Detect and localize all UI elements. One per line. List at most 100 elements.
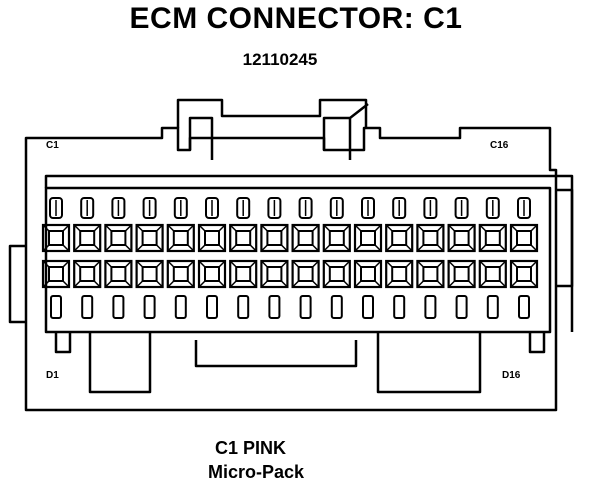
pin-cavity-inner (172, 266, 189, 282)
pin-cavity-corner (405, 280, 413, 288)
locking-latch-top (176, 98, 368, 128)
terminal-slot-bottom (143, 295, 156, 319)
pin-grid (41, 197, 539, 319)
pin-cavity-corner (124, 244, 132, 252)
pin-cavity (509, 223, 539, 253)
bottom-key-left (88, 332, 152, 394)
pin-cavity-corner (343, 260, 351, 268)
pin-cavity-corner (136, 280, 144, 288)
pin-cavity (353, 223, 383, 253)
terminal-slot-bottom (362, 295, 374, 319)
pin-cavity-corner (448, 280, 456, 288)
pin-cavity-corner (479, 224, 487, 232)
pin-cavity-corner (187, 280, 195, 288)
bottom-key-center (194, 340, 358, 368)
pin-cavity-corner (436, 244, 444, 252)
pin-cavity-inner (453, 266, 470, 282)
pin-cavity-corner (260, 280, 268, 288)
pin-cavity-corner (312, 260, 320, 268)
pin-cavity-corner (448, 260, 456, 268)
pin-cavity-inner (328, 230, 345, 246)
pin-cavity-corner (405, 260, 413, 268)
pin-cavity-corner (229, 280, 237, 288)
pin-cavity-corner (104, 280, 112, 288)
terminal-slot-top (485, 197, 500, 219)
pin-cavity (197, 223, 227, 253)
pin-cavity-corner (249, 280, 257, 288)
pin-cavity-corner (312, 280, 320, 288)
pin-cavity-inner (266, 266, 283, 282)
terminal-slot-top (517, 197, 531, 219)
pin-cavity-corner (292, 244, 300, 252)
terminal-slot-top (392, 197, 407, 219)
pin-cavity-corner (124, 280, 132, 288)
pin-cavity (135, 259, 164, 289)
pin-cavity-corner (374, 280, 382, 288)
pin-cavity (104, 259, 133, 289)
pin-cavity-inner (391, 266, 408, 282)
pin-cavity-corner (218, 244, 226, 252)
pin-cavity (416, 259, 445, 289)
connector-color-caption: C1 PINK (215, 438, 287, 458)
pin-cavity (229, 259, 258, 289)
pin-cavity-corner (323, 260, 331, 268)
pin-cavity-inner (297, 230, 314, 246)
pin-cavity (229, 223, 258, 253)
bottom-rib-left (54, 332, 72, 354)
pin-cavity-corner (124, 260, 132, 268)
side-latch-left (8, 244, 26, 324)
pin-cavity-corner (249, 224, 257, 232)
pin-cavity-corner (416, 280, 424, 288)
pin-cavity-corner (385, 224, 393, 232)
pin-cavity-corner (73, 224, 81, 232)
pin-cavity-corner (530, 224, 538, 232)
latch-inner (188, 103, 369, 160)
pin-cavity (104, 223, 133, 253)
pin-cavity-corner (198, 260, 206, 268)
terminal-slot-top (423, 197, 438, 219)
terminal-slot-top (111, 197, 126, 219)
pin-cavity-corner (292, 280, 300, 288)
pin-cavity-corner (42, 280, 50, 288)
pin-cavity-corner (280, 280, 288, 288)
pin-cavity-corner (510, 244, 518, 252)
pin-cavity-inner (297, 266, 314, 282)
pin-cavity-corner (136, 260, 144, 268)
pin-cavity-corner (499, 224, 507, 232)
pin-cavity-inner (48, 266, 64, 282)
pin-cavity-corner (42, 224, 50, 232)
pin-cavity-corner (292, 260, 300, 268)
pin-cavity-corner (62, 244, 70, 252)
pin-cavity-inner (110, 266, 127, 282)
pin-cavity-corner (167, 260, 175, 268)
pin-cavity-inner (48, 230, 64, 246)
pin-cavity-corner (312, 244, 320, 252)
pin-cavity-corner (218, 260, 226, 268)
pin-cavity-corner (104, 224, 112, 232)
pin-cavity-corner (416, 260, 424, 268)
pin-cavity-corner (436, 224, 444, 232)
pin-cavity (478, 223, 507, 253)
pin-cavity (509, 259, 539, 289)
terminal-slot-bottom (112, 295, 125, 319)
pin-cavity-corner (448, 244, 456, 252)
side-latch-right (556, 188, 574, 288)
pin-cavity-corner (167, 280, 175, 288)
pin-cavity-corner (385, 244, 393, 252)
pin-cavity-corner (343, 244, 351, 252)
terminal-slot-bottom (455, 295, 468, 319)
connector-type-caption: Micro-Pack (208, 462, 305, 482)
pin-label-c16: C16 (490, 140, 509, 151)
connector-housing (24, 126, 558, 412)
pin-cavity-corner (104, 260, 112, 268)
pin-cavity-inner (204, 230, 220, 246)
terminal-slot-top (267, 197, 282, 219)
pin-cavity-inner (235, 230, 252, 246)
pin-cavity-corner (260, 224, 268, 232)
terminal-slot-top (454, 197, 469, 219)
pin-cavity-corner (260, 260, 268, 268)
pin-cavity-corner (499, 280, 507, 288)
terminal-slot-bottom (518, 295, 530, 319)
pin-cavity-corner (42, 244, 50, 252)
